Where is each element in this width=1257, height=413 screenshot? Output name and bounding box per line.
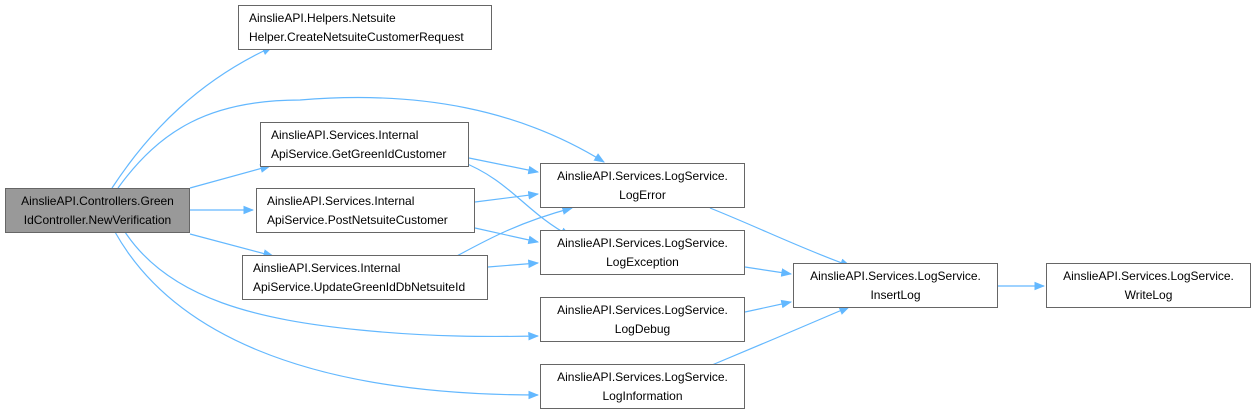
node-log-debug[interactable]: AinslieAPI.Services.LogService. LogDebug <box>540 297 745 342</box>
edge-root-to-log-error <box>117 96 605 189</box>
node-netsuite-helper-line2: Helper.CreateNetsuiteCustomerRequest <box>249 29 464 44</box>
edge-log-error-to-insert-log <box>709 207 852 267</box>
edge-update-green-id-to-log-error <box>454 206 574 258</box>
edge-root-to-netsuite-helper <box>111 46 273 189</box>
node-root-line1: AinslieAPI.Controllers.Green <box>21 193 174 208</box>
edge-root-to-update-green-id <box>189 233 275 258</box>
node-insert-log[interactable]: AinslieAPI.Services.LogService. InsertLo… <box>793 263 998 308</box>
node-root-line2: IdController.NewVerification <box>23 212 172 227</box>
node-get-green-id-line2: ApiService.GetGreenIdCustomer <box>271 146 447 161</box>
node-post-netsuite-customer[interactable]: AinslieAPI.Services.Internal ApiService.… <box>256 188 475 233</box>
node-log-error[interactable]: AinslieAPI.Services.LogService. LogError <box>540 163 745 208</box>
node-get-green-id-line1: AinslieAPI.Services.Internal <box>271 127 419 142</box>
node-log-information[interactable]: AinslieAPI.Services.LogService. LogInfor… <box>540 364 745 409</box>
node-log-error-line2: LogError <box>619 187 666 202</box>
node-log-error-line1: AinslieAPI.Services.LogService. <box>557 168 728 183</box>
node-get-green-id-customer[interactable]: AinslieAPI.Services.Internal ApiService.… <box>260 122 469 167</box>
edge-update-green-id-to-log-exception <box>487 259 540 269</box>
node-log-information-line2: LogInformation <box>602 388 683 403</box>
node-log-exception[interactable]: AinslieAPI.Services.LogService. LogExcep… <box>540 230 745 275</box>
edge-get-green-id-to-log-error <box>468 157 540 175</box>
node-log-exception-line2: LogException <box>606 254 679 269</box>
edge-root-to-log-information <box>114 231 540 400</box>
node-write-log-line2: WriteLog <box>1124 287 1173 302</box>
node-update-green-id-line1: AinslieAPI.Services.Internal <box>253 260 401 275</box>
node-log-debug-line1: AinslieAPI.Services.LogService. <box>557 302 728 317</box>
node-netsuite-helper-line1: AinslieAPI.Helpers.Netsuite <box>249 10 396 25</box>
edge-log-exception-to-insert-log <box>744 266 793 277</box>
edge-log-information-to-insert-log <box>711 306 850 366</box>
node-post-netsuite-line2: ApiService.PostNetsuiteCustomer <box>267 212 448 227</box>
node-update-green-id-netsuite-id[interactable]: AinslieAPI.Services.Internal ApiService.… <box>242 255 488 300</box>
node-log-information-line1: AinslieAPI.Services.LogService. <box>557 369 728 384</box>
node-insert-log-line1: AinslieAPI.Services.LogService. <box>810 268 981 283</box>
node-log-exception-line1: AinslieAPI.Services.LogService. <box>557 235 728 250</box>
node-log-debug-line2: LogDebug <box>614 321 671 336</box>
edge-root-to-log-debug <box>124 231 540 341</box>
node-write-log[interactable]: AinslieAPI.Services.LogService. WriteLog <box>1046 263 1251 308</box>
node-post-netsuite-line1: AinslieAPI.Services.Internal <box>267 193 415 208</box>
node-insert-log-line2: InsertLog <box>870 287 921 302</box>
edge-log-debug-to-insert-log <box>744 299 793 313</box>
node-update-green-id-line2: ApiService.UpdateGreenIdDbNetsuiteId <box>253 279 466 294</box>
edge-root-to-get-green-id <box>189 164 272 189</box>
edge-post-netsuite-to-log-error <box>474 190 540 203</box>
node-root-new-verification[interactable]: AinslieAPI.Controllers.Green IdControlle… <box>5 188 190 233</box>
node-write-log-line1: AinslieAPI.Services.LogService. <box>1063 268 1234 283</box>
edge-post-netsuite-to-log-exception <box>474 227 540 245</box>
node-netsuite-helper[interactable]: AinslieAPI.Helpers.Netsuite Helper.Creat… <box>238 5 492 50</box>
